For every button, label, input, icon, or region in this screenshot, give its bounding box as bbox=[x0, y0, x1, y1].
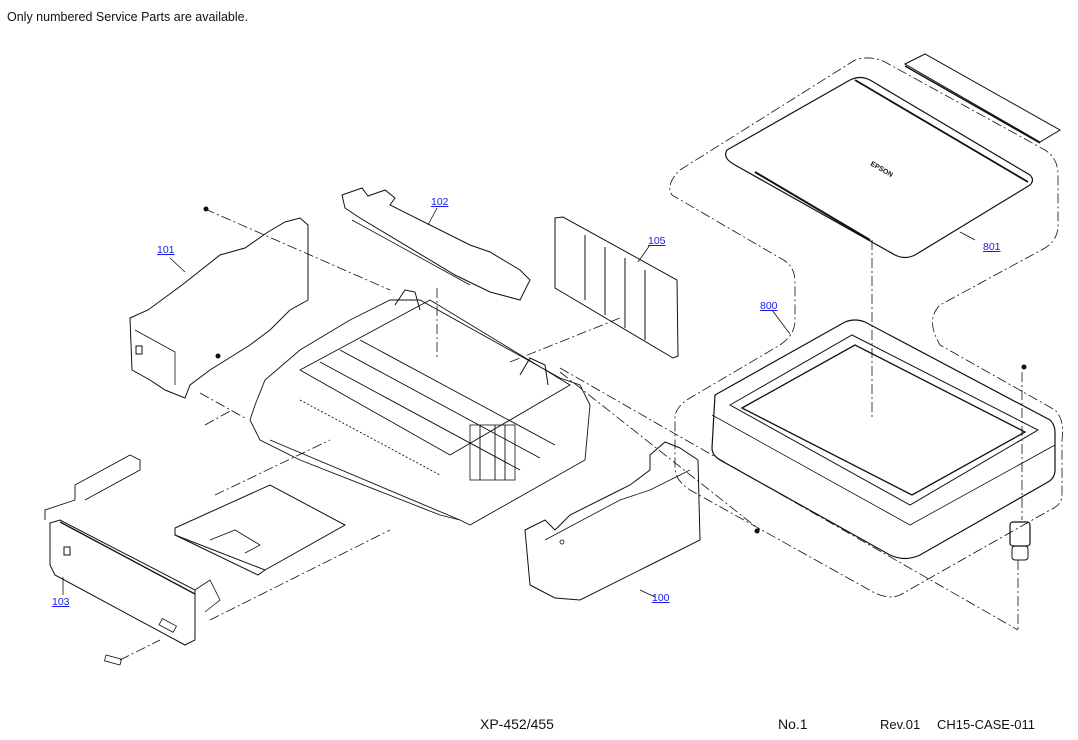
housing-lower-100 bbox=[524, 441, 701, 601]
cover-strip-part bbox=[903, 53, 1061, 144]
rear-panel-105 bbox=[554, 216, 679, 359]
screw-icon bbox=[1021, 364, 1027, 370]
front-panel-103 bbox=[44, 454, 221, 646]
screw-icon bbox=[754, 528, 760, 534]
part-link-102[interactable]: 102 bbox=[431, 196, 449, 208]
part-link-105[interactable]: 105 bbox=[648, 235, 666, 247]
assembly-guide-lines bbox=[119, 208, 1023, 661]
service-parts-notice: Only numbered Service Parts are availabl… bbox=[7, 10, 249, 24]
scanner-group-outline bbox=[669, 57, 1064, 598]
screw-icon bbox=[203, 206, 209, 212]
document-code: CH15-CASE-011 bbox=[937, 717, 1036, 732]
screws bbox=[203, 206, 1027, 534]
printer-mechanism bbox=[249, 289, 591, 526]
model-name: XP-452/455 bbox=[480, 716, 554, 732]
epson-brand-mark: EPSON bbox=[869, 161, 894, 179]
part-link-101[interactable]: 101 bbox=[157, 244, 175, 256]
screw-icon bbox=[215, 353, 221, 359]
part-link-801[interactable]: 801 bbox=[983, 241, 1001, 253]
paper-tray bbox=[174, 484, 347, 576]
revision: Rev.01 bbox=[880, 717, 921, 732]
part-link-100[interactable]: 100 bbox=[652, 592, 670, 604]
housing-left-101 bbox=[129, 217, 309, 399]
page-number: No.1 bbox=[778, 716, 808, 732]
document-cover-801: EPSON bbox=[725, 76, 1034, 259]
part-link-800[interactable]: 800 bbox=[760, 300, 778, 312]
upper-housing-102 bbox=[341, 187, 531, 301]
hinge-part bbox=[1009, 521, 1031, 561]
leader-lines bbox=[62, 207, 976, 598]
scanner-unit-800 bbox=[711, 319, 1056, 560]
part-link-103[interactable]: 103 bbox=[52, 596, 70, 608]
label-piece bbox=[104, 654, 122, 666]
